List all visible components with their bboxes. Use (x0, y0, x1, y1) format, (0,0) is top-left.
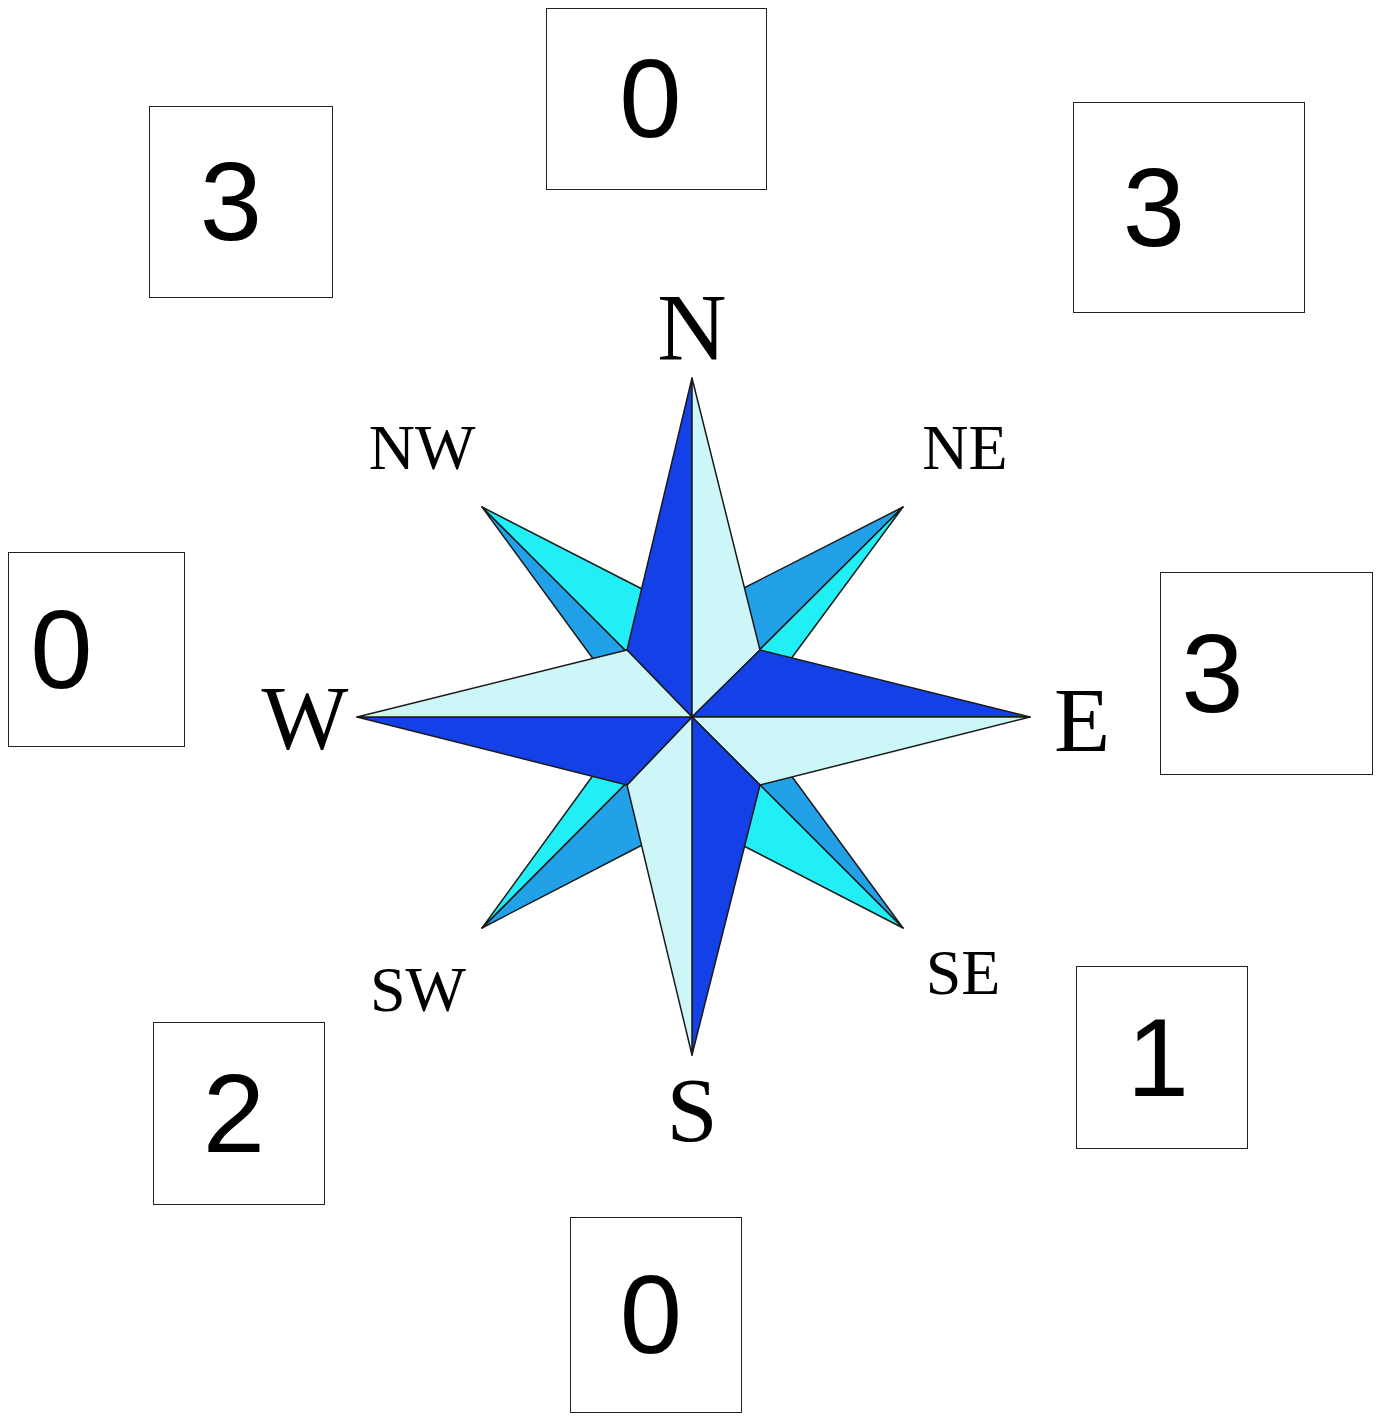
compass-direction: W (262, 672, 349, 764)
count-number: 3 (1181, 618, 1243, 730)
count-number: 3 (200, 146, 262, 258)
count-number: 1 (1127, 1002, 1189, 1114)
number-box: 0 (8, 552, 185, 747)
number-box: 3 (149, 106, 333, 298)
compass-direction: N (657, 280, 726, 376)
count-number: 0 (620, 1259, 682, 1371)
count-number: 3 (1123, 152, 1185, 264)
number-box: 2 (153, 1022, 325, 1205)
compass-direction: SE (926, 941, 1001, 1005)
compass-direction: E (1054, 674, 1110, 766)
count-number: 2 (203, 1058, 265, 1170)
number-box: 1 (1076, 966, 1248, 1149)
number-box: 0 (570, 1217, 742, 1413)
count-number: 0 (30, 594, 92, 706)
compass-direction: NE (922, 416, 1007, 480)
compass-direction: S (666, 1064, 717, 1156)
compass-direction: SW (370, 958, 466, 1022)
number-box: 3 (1160, 572, 1373, 775)
number-box: 0 (546, 8, 767, 190)
count-number: 0 (619, 43, 681, 155)
number-box: 3 (1073, 102, 1305, 313)
compass-direction: NW (369, 416, 476, 480)
